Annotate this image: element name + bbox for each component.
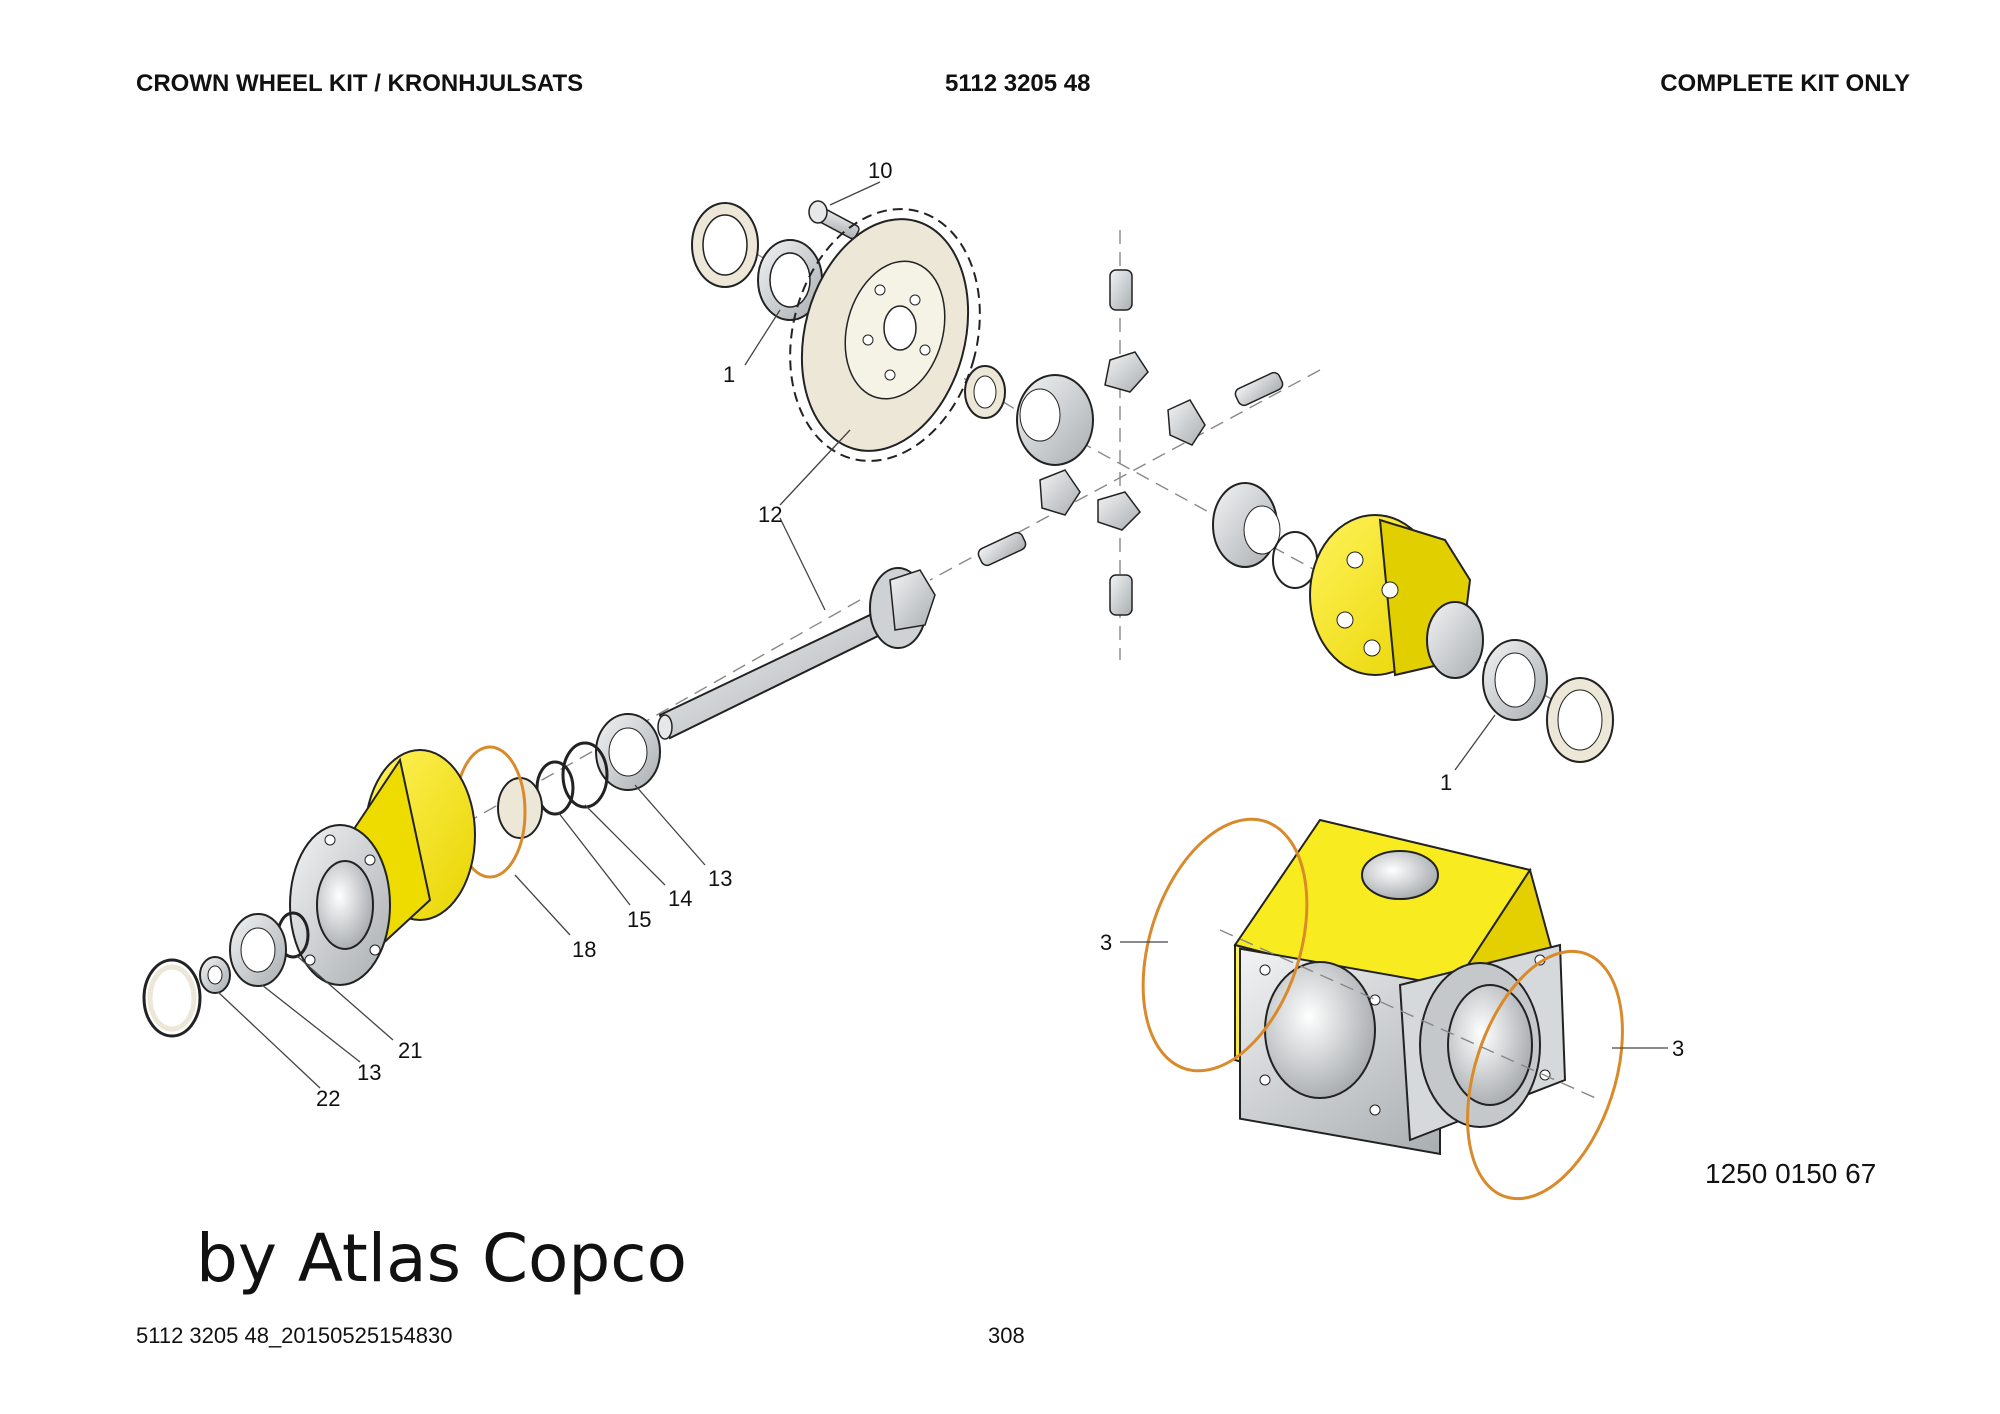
pinion-gears bbox=[1039, 351, 1206, 531]
oring-3-left bbox=[1141, 817, 1309, 1073]
nut-22 bbox=[199, 956, 231, 994]
adjusting-nut-top bbox=[691, 202, 759, 288]
bolt-10 bbox=[808, 200, 860, 240]
callout-10: 10 bbox=[868, 158, 892, 183]
circlip bbox=[142, 958, 202, 1038]
adjusting-nut-right bbox=[1546, 677, 1614, 763]
callout-14: 14 bbox=[668, 886, 692, 911]
footer-file-id: 5112 3205 48_20150525154830 bbox=[136, 1323, 453, 1348]
cross-pins bbox=[977, 269, 1284, 616]
pinion-shaft bbox=[657, 567, 936, 740]
drawing-number: 1250 0150 67 bbox=[1705, 1158, 1877, 1189]
leader-lines bbox=[217, 181, 1668, 1089]
thrust-washer-left bbox=[964, 365, 1006, 419]
callout-22: 22 bbox=[316, 1086, 340, 1111]
side-gear-left bbox=[1016, 374, 1094, 466]
footer-page-number: 308 bbox=[988, 1323, 1025, 1348]
callout-21: 21 bbox=[398, 1038, 422, 1063]
oring-3-right bbox=[1466, 949, 1624, 1201]
crown-wheel bbox=[789, 208, 981, 462]
bearing-13-lower bbox=[229, 913, 287, 987]
callout-15: 15 bbox=[627, 907, 651, 932]
callout-3-left: 3 bbox=[1100, 930, 1112, 955]
bearing-right bbox=[1482, 639, 1548, 721]
bearing-13-upper bbox=[595, 713, 661, 791]
callout-1-right: 1 bbox=[1440, 770, 1452, 795]
spacer-sleeve bbox=[497, 777, 543, 839]
header-title: CROWN WHEEL KIT / KRONHJULSATS bbox=[136, 70, 584, 97]
ring-14 bbox=[561, 741, 609, 809]
callout-13-lower: 13 bbox=[357, 1060, 381, 1085]
watermark-text: by Atlas Copco bbox=[196, 1220, 687, 1297]
header-part-number: 5112 3205 48 bbox=[945, 70, 1091, 97]
pinion-housing bbox=[289, 749, 476, 986]
axle-housing bbox=[1233, 818, 1567, 1156]
callout-13-upper: 13 bbox=[708, 866, 732, 891]
callout-1-top: 1 bbox=[723, 362, 735, 387]
callout-18: 18 bbox=[572, 937, 596, 962]
side-gear-right bbox=[1212, 482, 1318, 589]
callout-3-right: 3 bbox=[1672, 1036, 1684, 1061]
differential-case bbox=[1309, 514, 1484, 679]
header-note: COMPLETE KIT ONLY bbox=[1660, 70, 1910, 97]
callout-12: 12 bbox=[758, 502, 782, 527]
